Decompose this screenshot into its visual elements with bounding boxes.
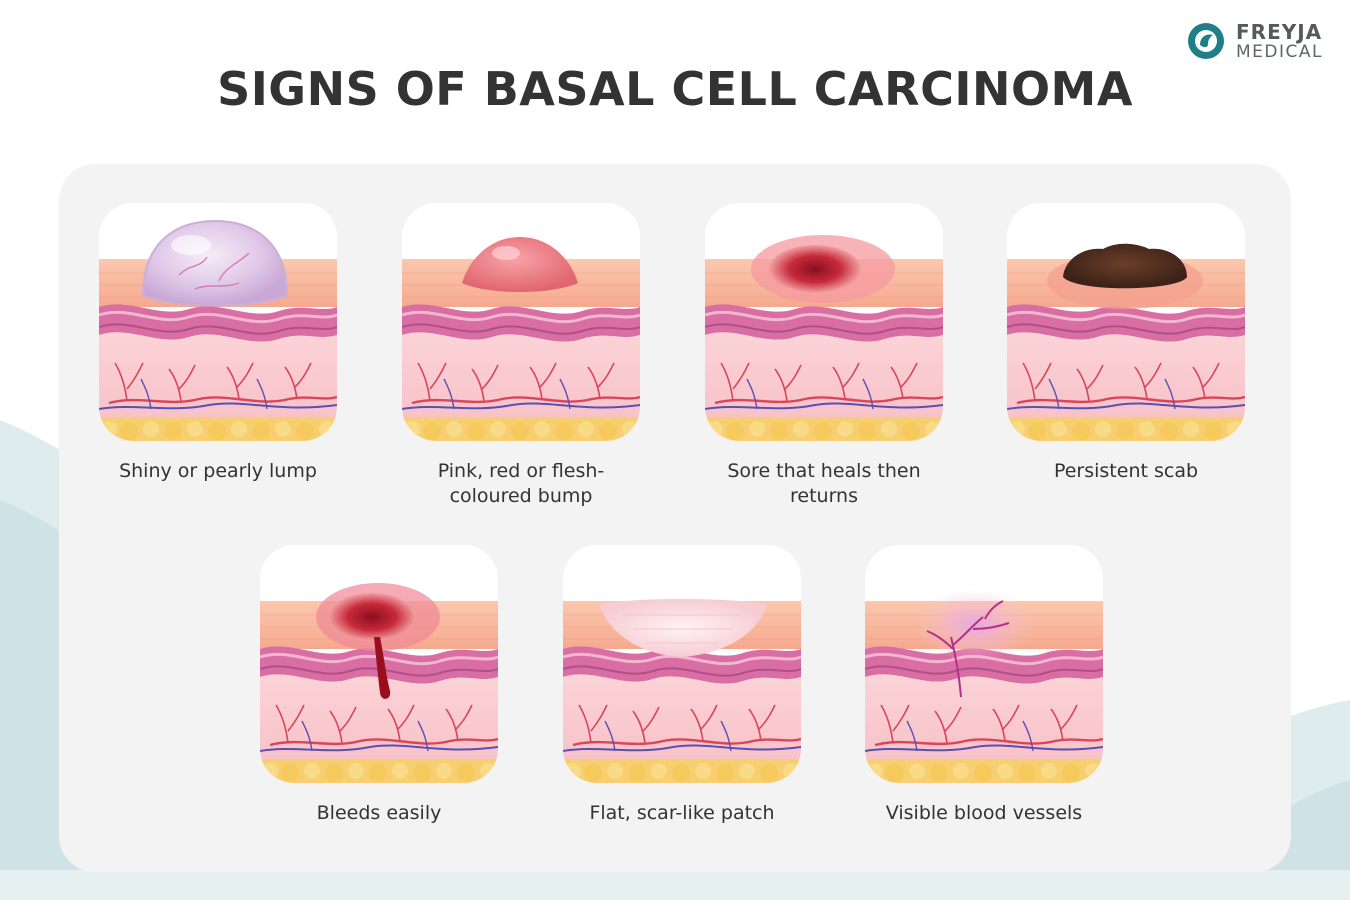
sign-label: Bleeds easily — [316, 802, 442, 824]
pearly-lump-icon — [99, 203, 337, 441]
tile-pink-bump — [402, 203, 640, 441]
tile-scar-patch — [563, 545, 801, 783]
sign-card-pearly-lump: Shiny or pearly lump — [99, 203, 337, 484]
tile-recurring-sore — [705, 203, 943, 441]
logo-text-medical: MEDICAL — [1236, 41, 1323, 62]
sign-label: Pink, red or flesh-coloured bump — [437, 460, 605, 507]
sign-card-blood-vessels: Visible blood vessels — [865, 545, 1103, 826]
blood-vessels-icon — [865, 545, 1103, 783]
pink-bump-icon — [402, 203, 640, 441]
tile-persistent-scab — [1007, 203, 1245, 441]
scab-icon — [1007, 203, 1245, 441]
sign-card-bleeds-easily: Bleeds easily — [260, 545, 498, 826]
sign-label: Sore that heals then returns — [727, 460, 921, 507]
recurring-sore-icon — [705, 203, 943, 441]
sign-card-persistent-scab: Persistent scab — [1007, 203, 1245, 484]
logo-text-freyja: FREYJA — [1236, 19, 1323, 44]
page-title: SIGNS OF BASAL CELL CARCINOMA — [217, 62, 1133, 116]
freyja-logo-icon — [1188, 23, 1224, 59]
tile-pearly-lump — [99, 203, 337, 441]
sign-label: Visible blood vessels — [885, 802, 1083, 824]
sign-label: Flat, scar-like patch — [589, 802, 775, 824]
sign-label: Shiny or pearly lump — [119, 460, 317, 482]
sign-card-recurring-sore: Sore that heals then returns — [705, 203, 943, 509]
tile-bleeds-easily — [260, 545, 498, 783]
scar-patch-icon — [563, 545, 801, 783]
freyja-medical-logo: FREYJA MEDICAL — [1186, 20, 1323, 62]
sign-card-pink-bump: Pink, red or flesh-coloured bump — [402, 203, 640, 509]
sign-label: Persistent scab — [1053, 460, 1199, 482]
sign-card-scar-patch: Flat, scar-like patch — [563, 545, 801, 826]
bleeding-lesion-icon — [260, 545, 498, 783]
tile-blood-vessels — [865, 545, 1103, 783]
